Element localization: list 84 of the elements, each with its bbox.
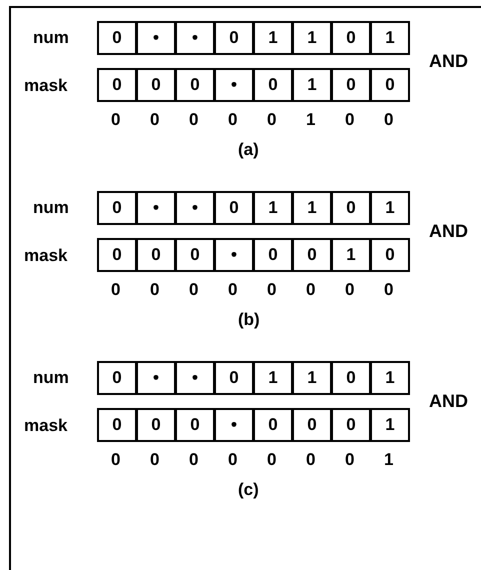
- operator-label: AND: [429, 51, 468, 72]
- bit-cell: 1: [370, 361, 410, 395]
- result-bit: 0: [345, 280, 354, 300]
- bit-cell: 0: [97, 21, 137, 55]
- result-bit: 0: [345, 110, 354, 130]
- result-bit: 0: [267, 450, 276, 470]
- result-bit: 0: [267, 280, 276, 300]
- bit-cell: •: [175, 21, 215, 55]
- bit-cell: 0: [253, 68, 293, 102]
- result-bit: 0: [189, 110, 198, 130]
- result-bit: 0: [150, 450, 160, 470]
- result-bit: 0: [306, 280, 316, 300]
- bit-cell: 0: [253, 238, 293, 272]
- result-bit: 0: [306, 450, 316, 470]
- result-bit: 1: [306, 110, 316, 130]
- bit-cell: 0: [331, 21, 371, 55]
- result-bit: 0: [228, 450, 238, 470]
- result-bit: 0: [384, 280, 394, 300]
- bit-cell: 1: [370, 191, 410, 225]
- result-bit: 0: [111, 110, 120, 130]
- bit-cell: •: [214, 68, 254, 102]
- bit-cell: 0: [175, 238, 215, 272]
- bit-cell: 1: [292, 361, 332, 395]
- bit-cell: 0: [175, 408, 215, 442]
- bit-cell: 1: [331, 238, 371, 272]
- bit-cell: 0: [214, 361, 254, 395]
- bit-cell: •: [214, 238, 254, 272]
- result-bit: 0: [111, 280, 120, 300]
- row-label: mask: [24, 76, 68, 96]
- result-bit: 0: [189, 450, 198, 470]
- bit-cell: 0: [136, 68, 176, 102]
- bit-cell: •: [214, 408, 254, 442]
- bit-cell: 0: [97, 68, 137, 102]
- result-bit: 1: [384, 450, 394, 470]
- bit-cell: 0: [214, 21, 254, 55]
- row-label: num: [33, 368, 69, 388]
- operator-label: AND: [429, 221, 468, 242]
- bit-cell: 0: [292, 408, 332, 442]
- bit-cell: •: [136, 361, 176, 395]
- operator-label: AND: [429, 391, 468, 412]
- bit-cell: 1: [253, 361, 293, 395]
- bit-cell: 1: [292, 191, 332, 225]
- row-label: num: [33, 198, 69, 218]
- panel-caption: (c): [238, 480, 259, 500]
- bit-cell: •: [136, 21, 176, 55]
- result-bit: 0: [189, 280, 198, 300]
- bit-cell: 1: [292, 21, 332, 55]
- bit-cell: 1: [370, 21, 410, 55]
- row-label: mask: [24, 246, 68, 266]
- result-bit: 0: [150, 280, 160, 300]
- result-bit: 0: [384, 110, 394, 130]
- bit-cell: 0: [292, 238, 332, 272]
- bit-cell: 0: [331, 68, 371, 102]
- bit-cell: 1: [292, 68, 332, 102]
- bit-cell: 0: [97, 238, 137, 272]
- bit-cell: 0: [370, 68, 410, 102]
- bit-cell: 0: [97, 191, 137, 225]
- bit-cell: •: [136, 191, 176, 225]
- bit-cell: 0: [136, 238, 176, 272]
- bit-cell: •: [175, 361, 215, 395]
- bit-cell: •: [175, 191, 215, 225]
- result-bit: 0: [111, 450, 120, 470]
- bit-cell: 1: [370, 408, 410, 442]
- result-bit: 0: [228, 280, 238, 300]
- bit-cell: 1: [253, 21, 293, 55]
- panel-caption: (a): [238, 140, 259, 160]
- bit-cell: 0: [97, 408, 137, 442]
- bit-cell: 0: [331, 361, 371, 395]
- row-label: mask: [24, 416, 68, 436]
- bit-cell: 0: [97, 361, 137, 395]
- panel-caption: (b): [238, 310, 260, 330]
- result-bit: 0: [228, 110, 238, 130]
- bit-cell: 1: [253, 191, 293, 225]
- bit-cell: 0: [136, 408, 176, 442]
- bit-cell: 0: [253, 408, 293, 442]
- bit-cell: 0: [175, 68, 215, 102]
- bit-cell: 0: [370, 238, 410, 272]
- result-bit: 0: [345, 450, 354, 470]
- bit-cell: 0: [331, 191, 371, 225]
- result-bit: 0: [150, 110, 160, 130]
- bit-cell: 0: [214, 191, 254, 225]
- result-bit: 0: [267, 110, 276, 130]
- bit-cell: 0: [331, 408, 371, 442]
- row-label: num: [33, 28, 69, 48]
